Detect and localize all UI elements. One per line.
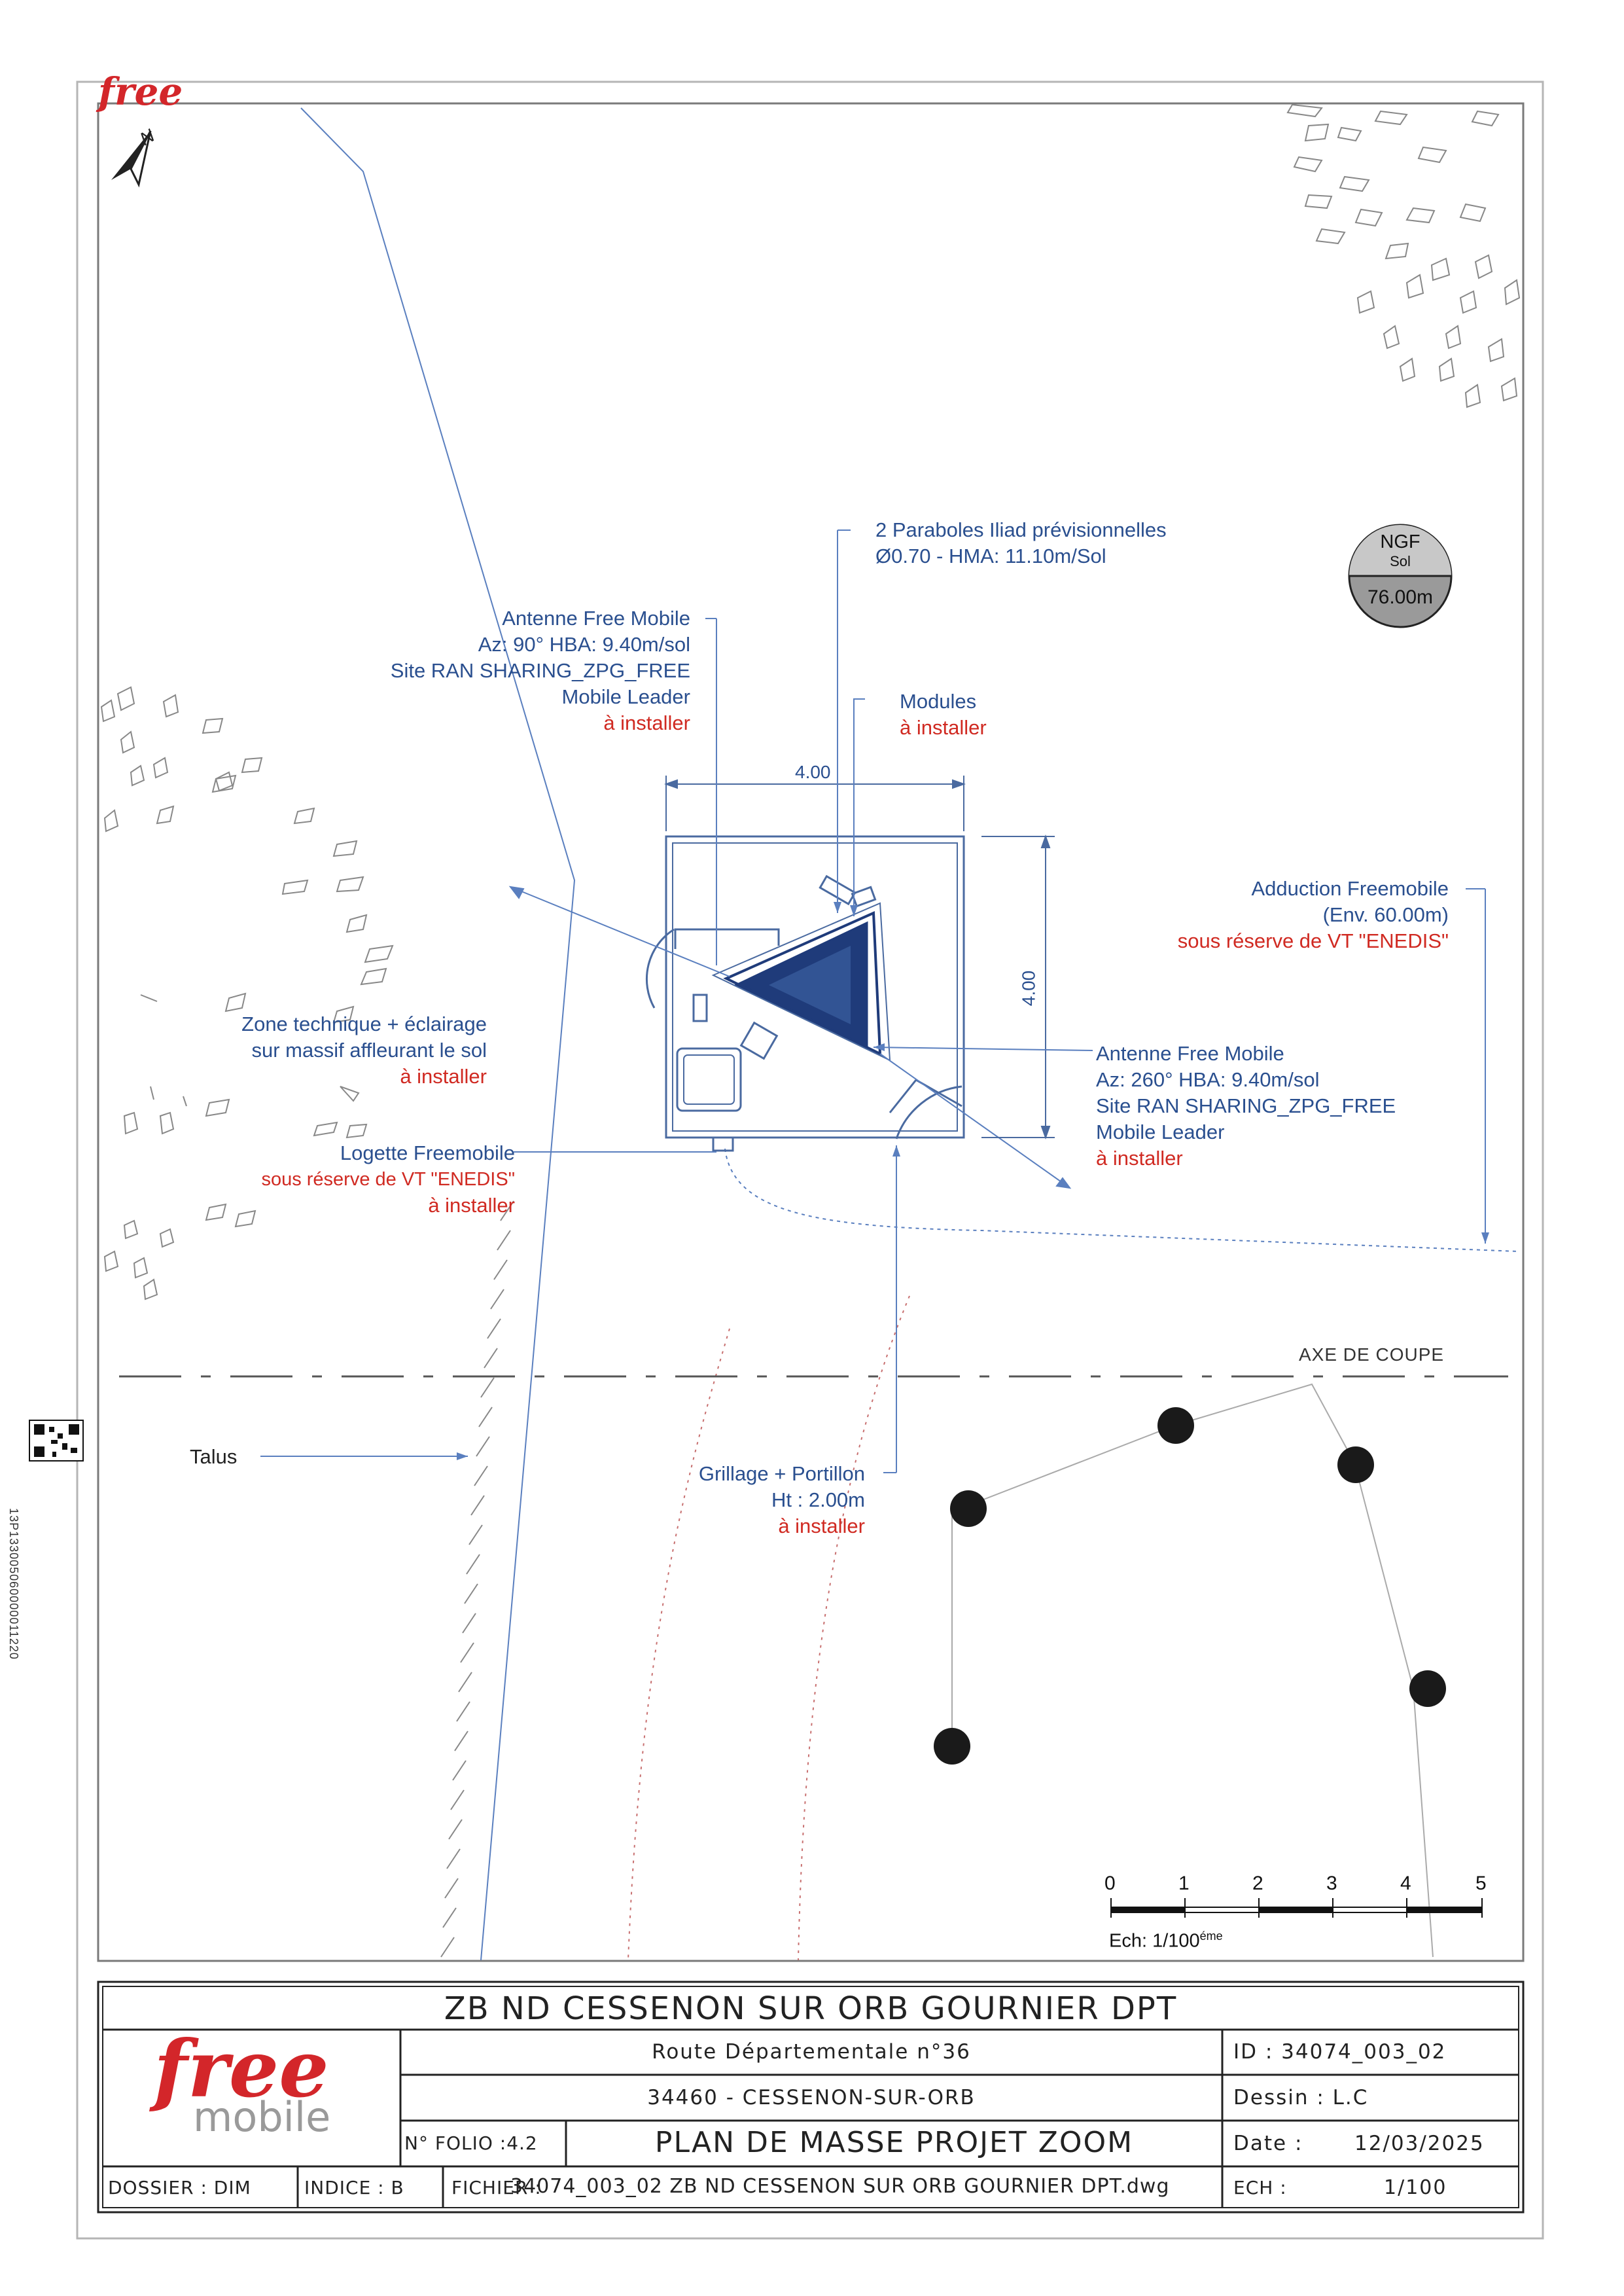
antenne1-line5: à installer: [603, 711, 690, 734]
outer-frame: [76, 81, 1544, 2240]
adduction-line3: sous réserve de VT "ENEDIS": [1177, 929, 1449, 952]
antenne2-line3: Site RAN SHARING_ZPG_FREE: [1096, 1094, 1396, 1117]
antenne1-line4: Mobile Leader: [561, 685, 690, 708]
logette-line1: Logette Freemobile: [340, 1141, 515, 1164]
ngf-mid-label: Sol: [1390, 553, 1411, 569]
scale-label-sup: éme: [1199, 1929, 1223, 1943]
antenne2-line4: Mobile Leader: [1096, 1121, 1225, 1143]
adduction-line1: Adduction Freemobile: [1251, 877, 1449, 900]
city-text: 34460 - CESSENON-SUR-ORB: [647, 2086, 976, 2109]
free-logo: free: [154, 2023, 329, 2115]
contour-lines: [627, 1295, 910, 1961]
fichier-value: 34074_003_02 ZB ND CESSENON SUR ORB GOUR…: [510, 2175, 1170, 2198]
pylon-network: [951, 1383, 1434, 1958]
axe-de-coupe-label: AXE DE COUPE: [1299, 1344, 1445, 1365]
scale-tick-0: 0: [1104, 1873, 1116, 1894]
technical-zone: [645, 835, 965, 1152]
antenne2-line2: Az: 260° HBA: 9.40m/sol: [1096, 1068, 1320, 1091]
date-label: Date :: [1233, 2132, 1303, 2155]
paraboles-label: 2 Paraboles Iliad prévisionnelles Ø0.70 …: [875, 517, 1167, 569]
dimension-top: 4.00: [795, 762, 831, 782]
talus-label: Talus: [190, 1445, 238, 1468]
zone-line3: à installer: [400, 1065, 487, 1088]
scale-bar: [1110, 1898, 1483, 1918]
zone-line1: Zone technique + éclairage: [241, 1013, 487, 1035]
indice-text: INDICE : B: [304, 2177, 404, 2198]
side-barcode-text: 13P133005060000011220: [7, 1508, 20, 1660]
title-block-title: ZB ND CESSENON SUR ORB GOURNIER DPT: [444, 1990, 1178, 2027]
talus-hatching: [440, 1200, 514, 1958]
scale-tick-3: 3: [1326, 1873, 1337, 1894]
antenne1-line3: Site RAN SHARING_ZPG_FREE: [390, 659, 690, 682]
antenne1-label: Antenne Free Mobile Az: 90° HBA: 9.40m/s…: [391, 605, 690, 736]
paraboles-line1: 2 Paraboles Iliad prévisionnelles: [875, 518, 1167, 541]
drawing-frame: [97, 102, 1525, 1962]
dimension-lines: [663, 776, 1055, 1140]
zone-technique-label: Zone technique + éclairage sur massif af…: [241, 1011, 487, 1090]
ngf-value: 76.00m: [1367, 586, 1434, 608]
date-value: 12/03/2025: [1354, 2132, 1485, 2155]
modules-label: Modules à installer: [900, 689, 987, 741]
ngf-top-label: NGF: [1380, 531, 1421, 552]
zone-line2: sur massif affleurant le sol: [251, 1039, 487, 1062]
adduction-label: Adduction Freemobile (Env. 60.00m) sous …: [1178, 876, 1449, 954]
azimuth-arrows: [508, 886, 1072, 1189]
title-block-frame: [97, 1981, 1525, 2214]
scale-label-text: Ech: 1/100: [1109, 1930, 1200, 1952]
paraboles-line2: Ø0.70 - HMA: 11.10m/Sol: [875, 545, 1106, 567]
scale-tick-2: 2: [1252, 1873, 1263, 1894]
dimension-right: 4.00: [1018, 970, 1039, 1007]
north-arrow-icon: [111, 130, 152, 188]
vegetation-left: [100, 686, 394, 1300]
folio-text: N° FOLIO :4.2: [404, 2132, 538, 2154]
ngf-badge: [1348, 524, 1453, 628]
logette-line2: sous réserve de VT "ENEDIS": [261, 1169, 515, 1190]
free-logo-top: free: [98, 69, 183, 114]
scale-tick-5: 5: [1475, 1873, 1487, 1894]
vegetation-top-right: [1286, 103, 1521, 408]
parcel-boundary-line: [300, 107, 576, 1961]
fichier-label: FICHIER :: [451, 2177, 542, 2198]
qr-code: [29, 1420, 84, 1462]
logette-label: Logette Freemobile sous réserve de VT "E…: [261, 1140, 515, 1219]
logette-line3: à installer: [428, 1194, 515, 1217]
antenne2-line1: Antenne Free Mobile: [1096, 1042, 1284, 1065]
modules-line1: Modules: [900, 690, 977, 713]
ech-value: 1/100: [1384, 2176, 1447, 2199]
modules-line2: à installer: [900, 716, 987, 739]
antenne2-label: Antenne Free Mobile Az: 260° HBA: 9.40m/…: [1096, 1041, 1396, 1172]
grillage-label: Grillage + Portillon Ht : 2.00m à instal…: [699, 1461, 865, 1539]
grillage-line1: Grillage + Portillon: [698, 1462, 865, 1485]
grillage-line3: à installer: [778, 1515, 865, 1537]
scale-label: Ech: 1/100éme: [1109, 1923, 1223, 1954]
adduction-line2: (Env. 60.00m): [1322, 903, 1449, 926]
mobile-logo: mobile: [193, 2093, 331, 2141]
antenne1-line1: Antenne Free Mobile: [502, 607, 690, 630]
antenna-triangle: [711, 902, 891, 1062]
antenne1-line2: Az: 90° HBA: 9.40m/sol: [478, 633, 690, 656]
antenne2-line5: à installer: [1096, 1147, 1183, 1170]
scale-tick-4: 4: [1400, 1873, 1411, 1894]
leader-arrowheads: [457, 902, 1489, 1460]
plan-title: PLAN DE MASSE PROJET ZOOM: [654, 2126, 1134, 2159]
route-text: Route Départementale n°36: [652, 2040, 971, 2064]
leader-lines: [260, 529, 1486, 1473]
pylons: [934, 1407, 1446, 1765]
id-text: ID : 34074_003_02: [1233, 2040, 1447, 2064]
dessin-text: Dessin : L.C: [1233, 2086, 1369, 2109]
scale-tick-1: 1: [1178, 1873, 1190, 1894]
grillage-line2: Ht : 2.00m: [771, 1488, 865, 1511]
ech-label: ECH :: [1233, 2177, 1287, 2198]
dossier-text: DOSSIER : DIM: [108, 2177, 251, 2198]
